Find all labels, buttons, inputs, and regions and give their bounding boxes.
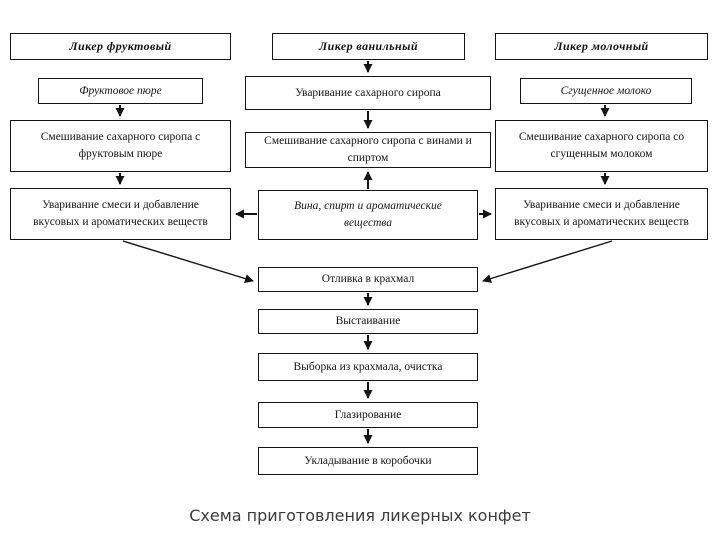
node-boiling-mix-right: Уваривание смеси и добавление вкусовых и… [495,188,708,240]
node-mixing-syrup-fruit-puree: Смешивание сахарного сиропа с фруктовым … [10,120,231,172]
node-mixing-syrup-wine-alcohol: Смешивание сахарного сиропа с винами и с… [245,132,491,168]
node-wine-alcohol-aromatics: Вина, спирт и ароматические вещества [258,190,478,240]
node-vanilla-liqueur-title: Ликер ванильный [272,33,465,60]
node-fruit-liqueur-title: Ликер фруктовый [10,33,231,60]
diagram-caption: Схема приготовления ликерных конфет [189,506,531,525]
node-sugar-syrup-boiling: Уваривание сахарного сиропа [245,76,491,110]
node-boiling-mix-left: Уваривание смеси и добавление вкусовых и… [10,188,231,240]
arrow-left-boiling-to-casting [122,240,254,283]
node-mixing-syrup-condensed-milk: Смешивание сахарного сиропа со сгущенным… [495,120,708,172]
node-glazing: Глазирование [258,402,478,428]
node-condensed-milk: Сгущенное молоко [520,78,692,104]
node-milk-liqueur-title: Ликер молочный [495,33,708,60]
arrow-right-boiling-to-casting [482,240,613,283]
node-casting-into-starch: Отливка в крахмал [258,267,478,292]
node-fruit-puree: Фруктовое пюре [38,78,203,104]
node-packing-into-boxes: Укладывание в коробочки [258,447,478,475]
node-standing: Выстаивание [258,309,478,334]
node-starch-removal-cleaning: Выборка из крахмала, очистка [258,353,478,381]
